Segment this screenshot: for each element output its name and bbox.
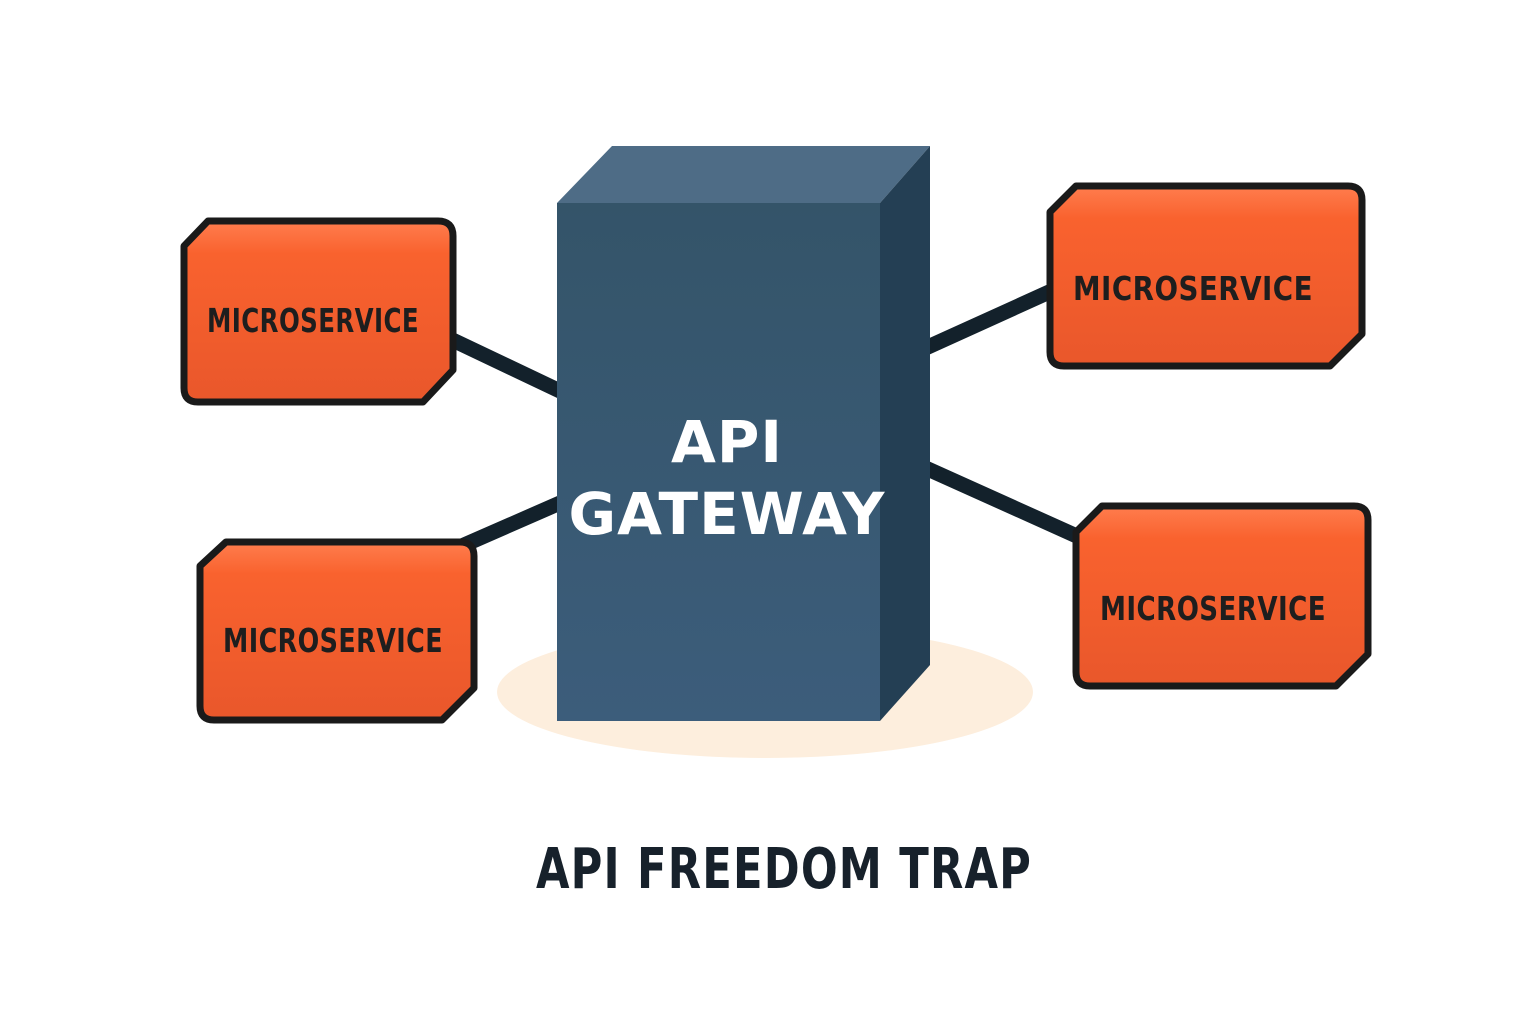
connector-top-right: [900, 280, 1066, 364]
microservice-top-right: MICROSERVICE: [1046, 182, 1366, 370]
microservice-label: MICROSERVICE: [1073, 269, 1313, 308]
gateway-label-line2: GATEWAY: [569, 480, 886, 548]
gateway-front-face: [557, 203, 880, 721]
connectors: [432, 280, 1098, 560]
microservice-box: [1072, 502, 1372, 690]
microservice-bottom-left: MICROSERVICE: [196, 538, 478, 724]
api-gateway-box: API GATEWAY: [557, 146, 930, 721]
connector-bottom-right: [902, 453, 1098, 550]
connector-top-left: [432, 326, 570, 400]
microservice-top-left: MICROSERVICE: [180, 217, 457, 406]
microservice-bottom-right: MICROSERVICE: [1072, 502, 1372, 690]
microservice-box: [1046, 182, 1366, 370]
microservice-box: [196, 538, 478, 724]
microservice-label: MICROSERVICE: [223, 621, 443, 660]
microservice-box: [180, 217, 457, 406]
microservice-label: MICROSERVICE: [1100, 589, 1326, 628]
gateway-label-line1: API: [671, 408, 783, 476]
diagram-caption: API FREEDOM TRAP: [536, 837, 1032, 902]
microservice-label: MICROSERVICE: [207, 301, 419, 340]
gateway-top-face: [557, 146, 930, 203]
gateway-side-face: [880, 146, 930, 721]
